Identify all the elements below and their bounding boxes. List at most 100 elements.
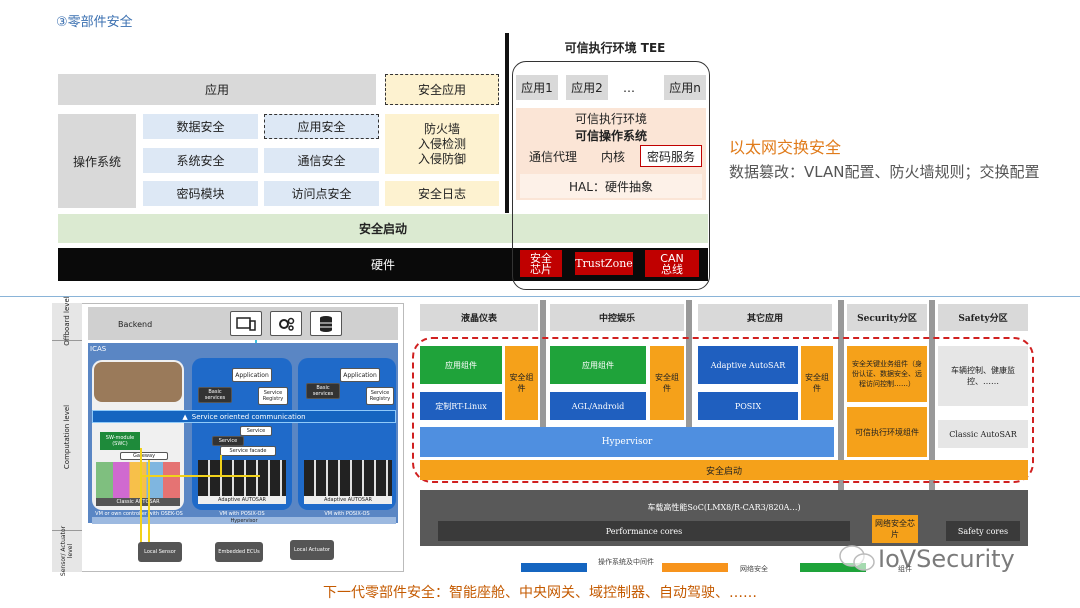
application-box-2: Application	[340, 368, 380, 382]
tee-container	[512, 61, 710, 290]
tee-app-ellipsis: …	[623, 80, 635, 95]
level-column	[52, 303, 82, 572]
classic-autosar-label: Classic AUTOSAR	[96, 498, 180, 506]
header-infotainment: 中控娱乐	[550, 304, 684, 331]
tee-comm-agent: 通信代理	[528, 149, 577, 164]
ethernet-body: 数据篡改：VLAN配置、防火墙规则；交换配置	[729, 163, 1040, 181]
adaptive-autosar-label-1: Adaptive AUTOSAR	[198, 496, 286, 504]
vm-label-2: VM with POSIX-OS	[219, 511, 265, 517]
service-box-2: Service	[212, 436, 244, 446]
tee-hal: HAL：硬件抽象	[520, 174, 702, 198]
instrument-app-component: 应用组件	[420, 346, 502, 384]
security-log: 安全日志	[385, 181, 499, 206]
security-region-outline	[412, 337, 1034, 483]
level-computation: Computation level	[63, 404, 71, 470]
left-hypervisor: Hypervisor	[92, 517, 396, 524]
os-label: 操作系统	[58, 114, 136, 208]
level-sensor: Sensor/ Actuator level	[60, 525, 74, 577]
adaptive-autosar: Adaptive AutoSAR	[698, 346, 798, 384]
vm-label-3: VM with POSIX-OS	[324, 511, 370, 517]
tee-divider	[505, 33, 509, 213]
wechat-icon	[838, 544, 876, 574]
service-box: Service	[240, 426, 272, 436]
level-offboard: Offboard level	[63, 296, 71, 346]
adaptive-blocks-1	[198, 460, 286, 496]
legend-label-component: 组件	[898, 565, 912, 573]
local-sensor: Local Sensor	[138, 542, 182, 562]
database-icon	[310, 311, 342, 336]
os-cell-crypto-module: 密码模块	[143, 181, 258, 206]
service-facade: Service facade	[220, 446, 276, 456]
os-cell-access-point-security: 访问点安全	[264, 181, 379, 206]
tee-crypto-service: 密码服务	[640, 145, 702, 167]
other-safety-component: 安全组件	[801, 346, 833, 420]
tee-os-title: 可信操作系统	[574, 129, 647, 143]
posix: POSIX	[698, 392, 798, 420]
tee-env: 可信执行环境	[516, 108, 706, 128]
adaptive-autosar-label-2: Adaptive AUTOSAR	[304, 496, 392, 504]
sw-module: SW-module (SWC)	[100, 432, 140, 450]
local-actuator: Local Actuator	[290, 540, 334, 560]
watermark: IoVSecurity	[878, 545, 1015, 573]
instrument-safety-component: 安全组件	[505, 346, 538, 420]
header-security-partition: Security分区	[847, 304, 927, 331]
header-safety-partition: Safety分区	[938, 304, 1028, 331]
right-secure-boot: 安全启动	[420, 460, 1028, 480]
basic-services-1: Basic services	[198, 387, 232, 403]
network-security-chip: 网络安全芯片	[872, 515, 918, 543]
tee-app-n: 应用n	[664, 75, 706, 100]
legend-swatch-component	[800, 563, 866, 572]
application-box-1: Application	[232, 368, 272, 382]
security-app: 安全应用	[385, 74, 499, 105]
os-cell-app-security: 应用安全	[264, 114, 379, 139]
soc-label: 车载高性能SoC(LMX8/R-CAR3/820A…)	[647, 502, 801, 512]
performance-cores: Performance cores	[438, 521, 850, 541]
vm-label-1: VM or own controller with OSEK-OS	[95, 511, 183, 517]
backend-label: Backend	[118, 320, 153, 329]
legend-label-security: 网络安全	[740, 565, 768, 573]
security-critical-components: 安全关键业务组件（身份认证、数据安全、远程访问控制……）	[847, 346, 927, 402]
os-cell-comm-security: 通信安全	[264, 148, 379, 173]
gear-icon	[270, 311, 302, 336]
gateway-box: Gateway	[120, 452, 168, 460]
tee-title: 可信执行环境 TEE	[564, 40, 666, 55]
separator-line	[0, 296, 1080, 297]
service-registry-2: Service Registry	[366, 387, 394, 405]
legend-swatch-security	[662, 563, 728, 572]
section-title: ③零部件安全	[56, 15, 133, 30]
tee-app-2: 应用2	[566, 75, 608, 100]
header-other-apps: 其它应用	[698, 304, 832, 331]
legend-swatch-os	[521, 563, 587, 572]
legend-label-os: 操作系统及中间件	[598, 558, 654, 566]
security-chip: 安全 芯片	[520, 250, 562, 277]
up-arrow-icon: ▲	[182, 412, 188, 421]
classic-autosar-blocks	[96, 462, 180, 498]
service-registry-1: Service Registry	[258, 387, 288, 405]
tee-kernel: 内核	[600, 149, 625, 164]
safety-cores: Safety cores	[946, 521, 1020, 541]
display-icon	[230, 311, 262, 336]
rt-linux: 定制RT-Linux	[420, 392, 502, 420]
infotainment-safety-component: 安全组件	[650, 346, 684, 420]
firewall-ids-ips: 防火墙 入侵检测 入侵防御	[385, 114, 499, 174]
adaptive-blocks-2	[304, 460, 392, 496]
service-oriented-communication: ▲Service oriented communication	[92, 410, 396, 423]
ethernet-title: 以太网交换安全	[729, 138, 842, 157]
app-layer: 应用	[58, 74, 376, 105]
tee-app-1: 应用1	[516, 75, 558, 100]
icas-label: ICAS	[90, 345, 107, 353]
embedded-ecus: Embedded ECUs	[215, 542, 263, 562]
os-cell-system-security: 系统安全	[143, 148, 258, 173]
trustzone: TrustZone	[575, 252, 633, 275]
right-hypervisor: Hypervisor	[420, 427, 834, 457]
agl-android: AGL/Android	[550, 392, 646, 420]
bottom-caption: 下一代零部件安全：智能座舱、中央网关、域控制器、自动驾驶、……	[323, 585, 757, 601]
tee-component: 可信执行环境组件	[847, 407, 927, 457]
infotainment-app-component: 应用组件	[550, 346, 646, 384]
secure-boot: 安全启动	[58, 214, 708, 243]
basic-services-2: Basic services	[306, 383, 340, 399]
os-cell-data-security: 数据安全	[143, 114, 258, 139]
header-instrument: 液晶仪表	[420, 304, 538, 331]
classic-autosar: Classic AutoSAR	[938, 420, 1028, 448]
can-bus: CAN 总线	[645, 250, 699, 277]
